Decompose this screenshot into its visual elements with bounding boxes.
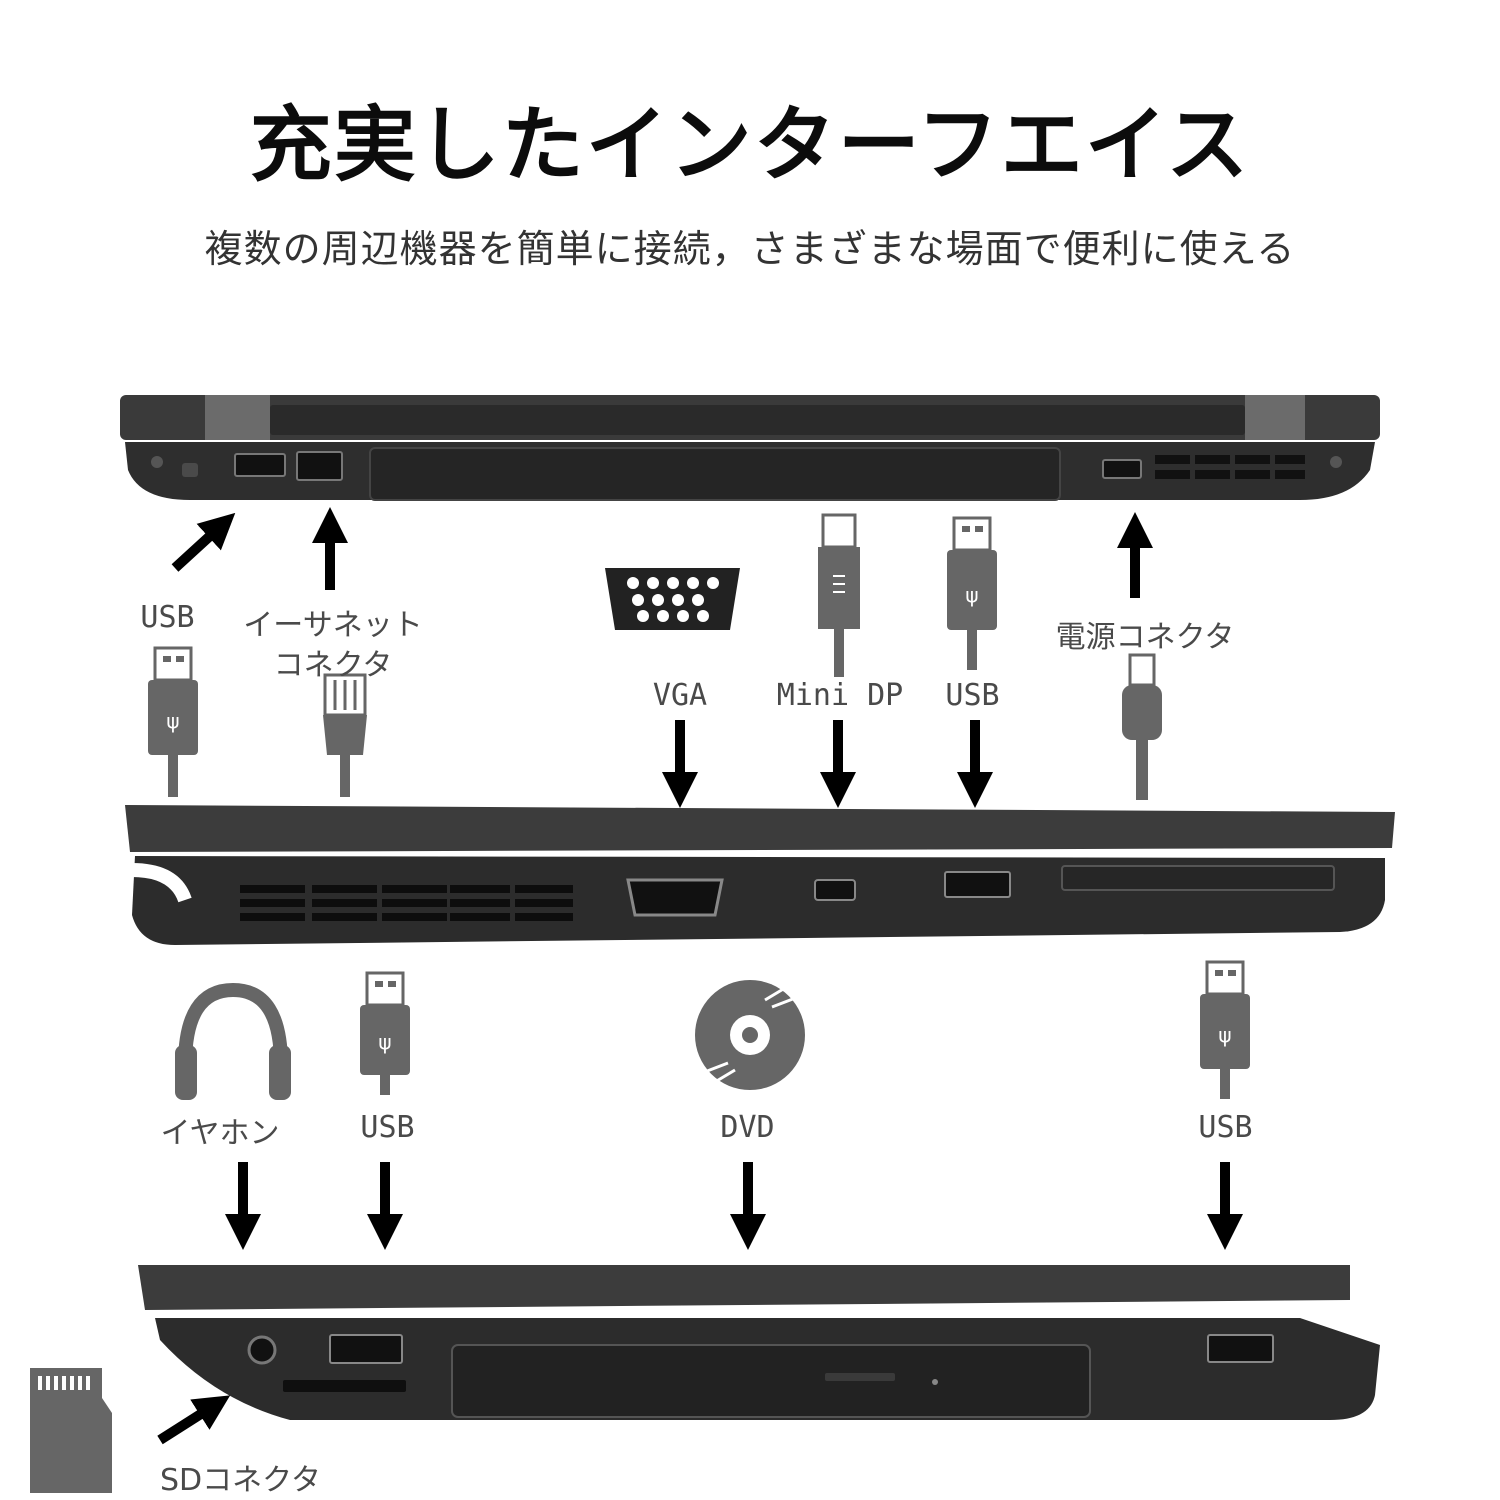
- page-title: 充実したインターフエイス: [249, 98, 1251, 193]
- label-mini-dp: Mini DP: [776, 678, 904, 713]
- earphone-jack: [247, 1335, 277, 1365]
- label-sd-connector: SDコネクタ: [160, 1463, 321, 1498]
- mini-dp-plug-icon: [818, 513, 860, 677]
- label-right-usb: USB: [945, 678, 1000, 713]
- vga-port: [626, 878, 724, 917]
- ethernet-plug-icon: [323, 673, 367, 797]
- usb-plug-icon: ψ: [360, 971, 410, 1095]
- laptop-left-side-view: [138, 1265, 1380, 1420]
- label-vga: VGA: [652, 678, 708, 713]
- headphones-icon: [175, 982, 291, 1100]
- arrow-icon: [157, 1395, 231, 1445]
- label-ethernet-line2: コネクタ: [273, 648, 393, 683]
- page-subtitle: 複数の周辺機器を簡単に接続，さまざまな場面で便利に使える: [204, 227, 1296, 271]
- label-left-usb: USB: [360, 1110, 415, 1145]
- label-power-connector: 電源コネクタ: [1055, 620, 1235, 655]
- svg-text:ψ: ψ: [965, 583, 978, 607]
- svg-text:ψ: ψ: [1218, 1023, 1231, 1047]
- sd-slot: [283, 1380, 406, 1392]
- power-port: [1102, 459, 1142, 479]
- right-usb-port: [944, 871, 1011, 898]
- label-ethernet-line1: イーサネット: [243, 608, 423, 643]
- usb-plug-icon: ψ: [947, 516, 997, 670]
- dvd-disc-icon: [695, 980, 805, 1090]
- label-left-usb-2: USB: [1198, 1110, 1253, 1145]
- usb-plug-icon: ψ: [148, 646, 198, 797]
- label-earphone: イヤホン: [160, 1116, 280, 1151]
- rear-usb-port: [234, 453, 286, 477]
- label-dvd: DVD: [720, 1110, 775, 1145]
- usb-plug-icon: ψ: [1200, 960, 1250, 1099]
- label-rear-usb: USB: [140, 600, 195, 635]
- laptop-rear-view: [120, 395, 1380, 501]
- sd-card-icon: [30, 1368, 112, 1493]
- left-usb-port: [329, 1334, 403, 1364]
- laptop-right-side-view: [125, 805, 1395, 945]
- dvd-drive: [451, 1344, 1091, 1418]
- arrow-icon: [171, 512, 236, 572]
- ethernet-port: [296, 451, 343, 481]
- power-plug-icon: [1122, 653, 1162, 800]
- svg-text:ψ: ψ: [378, 1030, 391, 1054]
- left-usb-port-2: [1207, 1334, 1274, 1363]
- svg-text:ψ: ψ: [166, 709, 179, 733]
- vga-connector-icon: [605, 568, 740, 630]
- mini-dp-port: [814, 879, 856, 901]
